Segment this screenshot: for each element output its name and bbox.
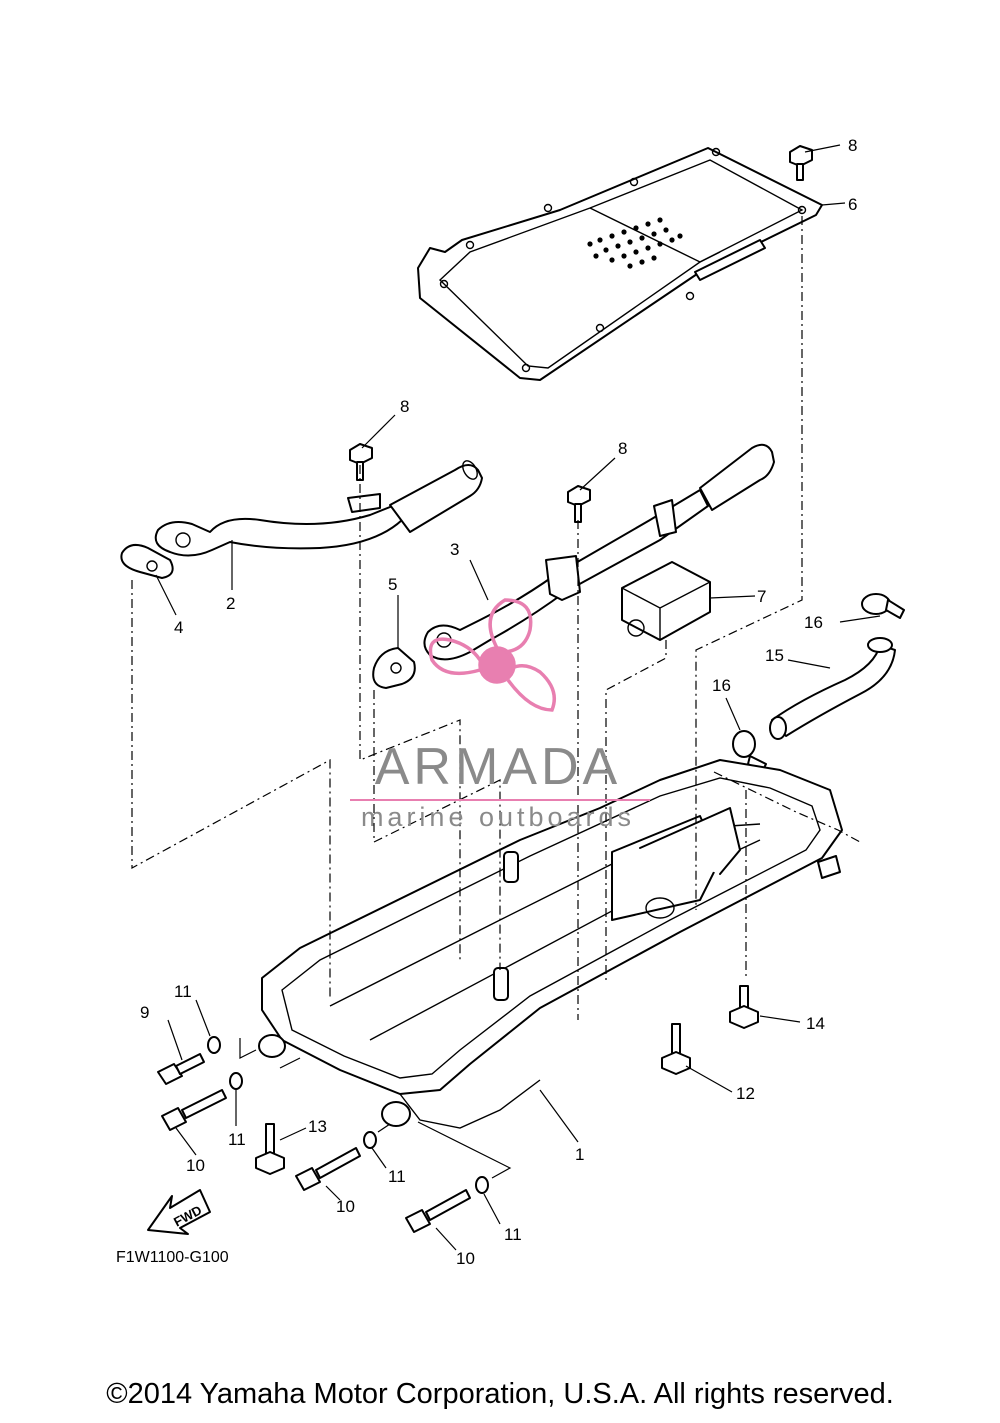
vent-holes bbox=[587, 217, 683, 269]
callout-8: 8 bbox=[848, 136, 857, 155]
callout-11: 11 bbox=[388, 1167, 406, 1186]
assembly-lines bbox=[131, 216, 861, 1020]
leader-lines bbox=[155, 144, 881, 1251]
callout-7: 7 bbox=[757, 587, 766, 606]
pipe-2-part bbox=[154, 460, 483, 557]
washers-11 bbox=[207, 1036, 489, 1194]
hose-15-part bbox=[769, 637, 896, 740]
callout-10: 10 bbox=[186, 1156, 205, 1175]
callouts: 8 6 8 8 3 2 4 5 7 16 15 16 1 12 14 13 9 … bbox=[140, 136, 857, 1268]
callout-11: 11 bbox=[228, 1130, 246, 1149]
oil-pan-1-part bbox=[258, 759, 843, 1129]
watermark-brand: ARMADA bbox=[375, 738, 621, 796]
callout-6: 6 bbox=[848, 195, 857, 214]
callout-11: 11 bbox=[174, 982, 192, 1001]
callout-5: 5 bbox=[388, 575, 397, 594]
callout-8: 8 bbox=[400, 397, 409, 416]
callout-8: 8 bbox=[618, 439, 627, 458]
gasket-5-part bbox=[372, 647, 416, 689]
bolt-8-left bbox=[349, 443, 373, 481]
bracket-7-part bbox=[621, 561, 711, 641]
bolt-12-part bbox=[661, 1023, 691, 1075]
bolt-9-part bbox=[157, 1053, 205, 1085]
callout-2: 2 bbox=[226, 594, 235, 613]
callout-4: 4 bbox=[174, 618, 183, 637]
callout-16: 16 bbox=[712, 676, 731, 695]
pipe-3-part bbox=[423, 443, 775, 661]
copyright-notice: ©2014 Yamaha Motor Corporation, U.S.A. A… bbox=[106, 1378, 894, 1410]
callout-12: 12 bbox=[736, 1084, 755, 1103]
callout-10: 10 bbox=[336, 1197, 355, 1216]
callout-3: 3 bbox=[450, 540, 459, 559]
callout-14: 14 bbox=[806, 1014, 825, 1033]
drawing-code: F1W1100-G100 bbox=[116, 1249, 229, 1266]
gasket-4-part bbox=[120, 543, 174, 579]
callout-11: 11 bbox=[504, 1225, 522, 1244]
bolt-14-part bbox=[729, 985, 759, 1029]
bolt-10-lower bbox=[405, 1189, 471, 1233]
clamp-16-top bbox=[861, 593, 905, 619]
callout-1: 1 bbox=[575, 1145, 584, 1164]
bolt-13-part bbox=[255, 1123, 285, 1175]
cover-plate-part bbox=[417, 147, 823, 381]
callout-9: 9 bbox=[140, 1003, 149, 1022]
bolt-10-middle bbox=[295, 1147, 361, 1191]
callout-16: 16 bbox=[804, 613, 823, 632]
bolt-10-upper bbox=[161, 1089, 227, 1131]
fwd-arrow-icon: FWD bbox=[147, 1189, 211, 1235]
watermark-tagline: marine outboards bbox=[361, 802, 635, 832]
callout-10: 10 bbox=[456, 1249, 475, 1268]
propeller-icon bbox=[428, 598, 556, 712]
watermark: ARMADA marine outboards bbox=[350, 598, 650, 832]
bolt-8-middle bbox=[567, 485, 591, 523]
callout-13: 13 bbox=[308, 1117, 327, 1136]
callout-15: 15 bbox=[765, 646, 784, 665]
bolt-8-top bbox=[789, 145, 813, 181]
